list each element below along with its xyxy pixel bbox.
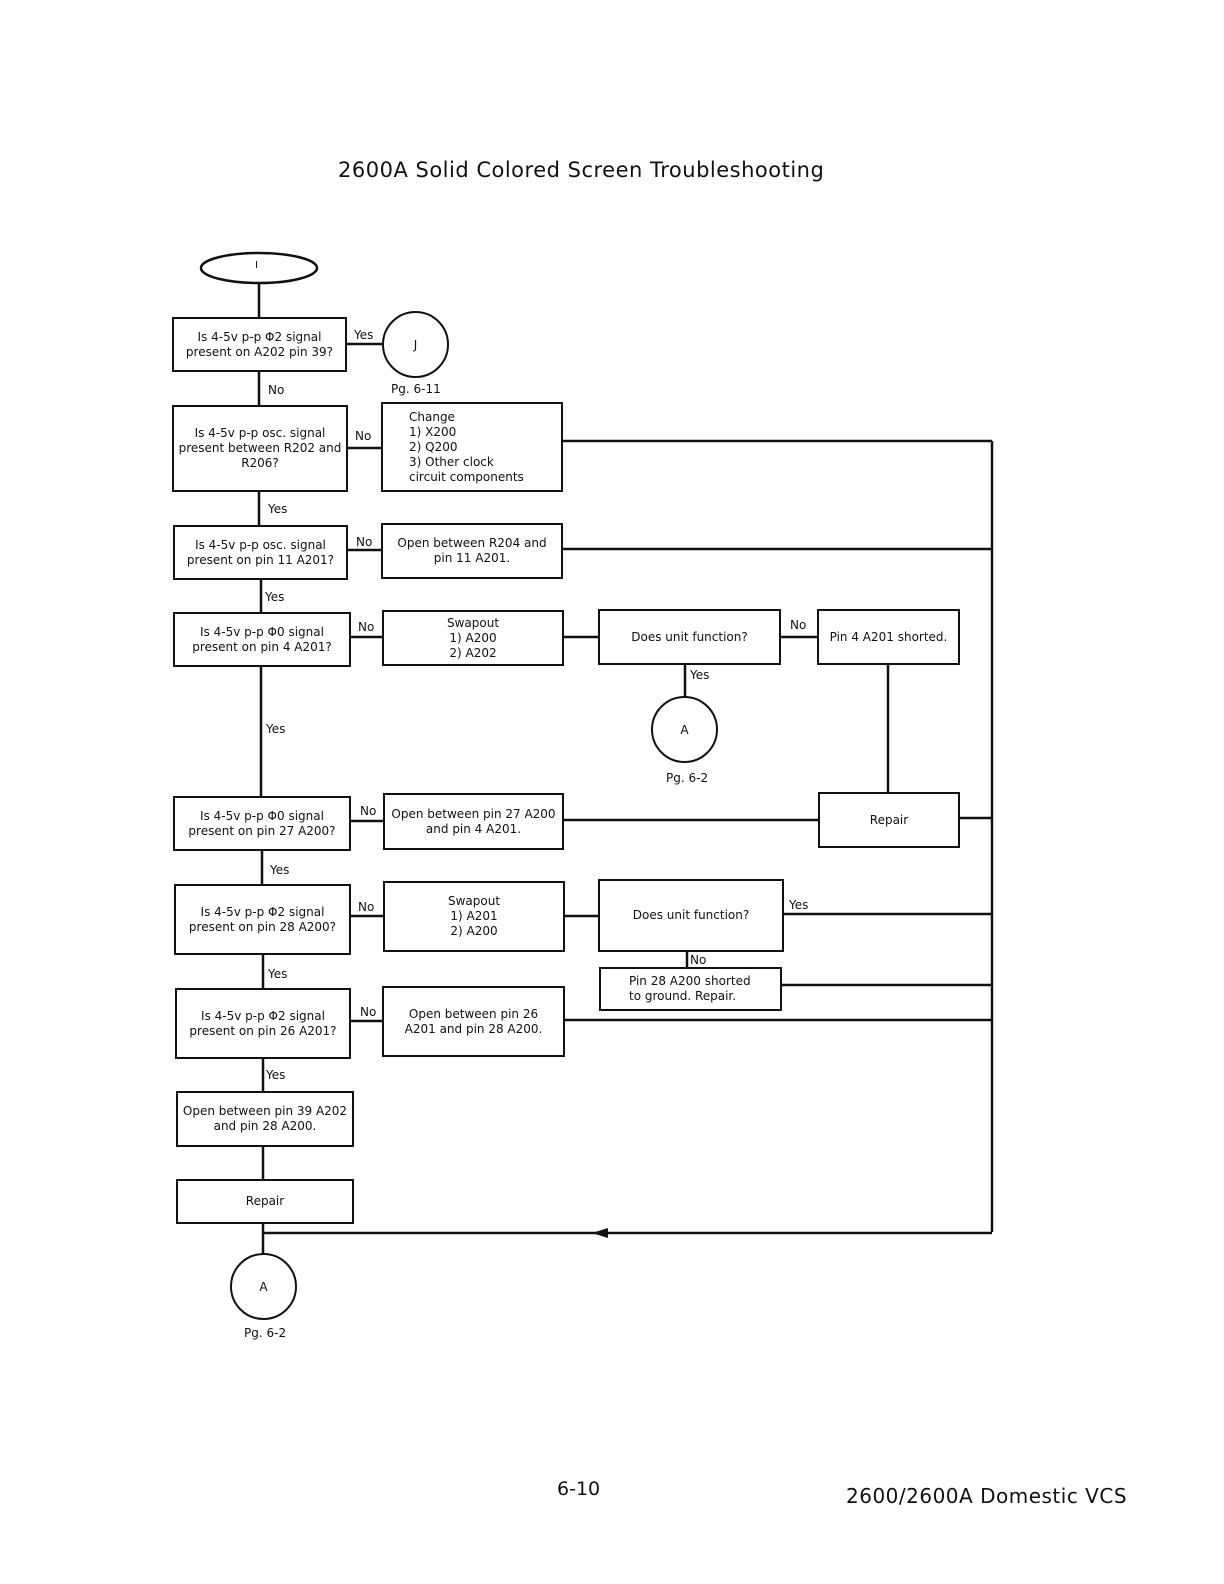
connector-a-bottom-page-ref: Pg. 6-2	[244, 1326, 287, 1340]
edge-label-q4-yes: Yes	[266, 722, 286, 736]
action-swapout-a200-a202: Swapout 1) A200 2) A202	[382, 610, 564, 666]
return-arrowhead	[592, 1228, 608, 1238]
question-phi2-pin26-a201: Is 4-5v p-p Φ2 signal present on pin 26 …	[175, 988, 351, 1059]
action-open-r204-pin11: Open between R204 and pin 11 A201.	[381, 523, 563, 579]
question-phi0-pin4-a201: Is 4-5v p-p Φ0 signal present on pin 4 A…	[173, 612, 351, 667]
edge-label-q2-yes: Yes	[268, 502, 288, 516]
edge-label-func1-yes: Yes	[690, 668, 710, 682]
edge-label-q6-no: No	[358, 900, 375, 914]
edge-label-q6-yes: Yes	[268, 967, 288, 981]
edge-label-q3-no: No	[356, 535, 373, 549]
question-phi0-pin27-a200: Is 4-5v p-p Φ0 signal present on pin 27 …	[173, 796, 351, 851]
footer-page-number: 6-10	[557, 1478, 601, 1500]
edge-label-q7-yes: Yes	[266, 1068, 286, 1082]
question-osc-pin11-a201: Is 4-5v p-p osc. signal present on pin 1…	[173, 525, 348, 580]
question-phi2-pin28-a200: Is 4-5v p-p Φ2 signal present on pin 28 …	[174, 884, 351, 955]
action-open-pin27-pin4: Open between pin 27 A200 and pin 4 A201.	[383, 793, 564, 850]
decision-unit-function-1: Does unit function?	[598, 609, 781, 665]
edge-label-q1-no: No	[268, 383, 285, 397]
action-swapout-a201-a200: Swapout 1) A201 2) A200	[383, 881, 565, 952]
connector-j: J	[382, 311, 449, 378]
footer-document-title: 2600/2600A Domestic VCS	[846, 1484, 1128, 1508]
start-label: I	[255, 260, 258, 271]
start-terminal	[199, 251, 319, 285]
edge-label-q5-yes: Yes	[270, 863, 290, 877]
edge-label-q2-no: No	[355, 429, 372, 443]
edge-label-q1-yes: Yes	[354, 328, 374, 342]
decision-unit-function-2: Does unit function?	[598, 879, 784, 952]
action-open-pin39-pin28: Open between pin 39 A202 and pin 28 A200…	[176, 1091, 354, 1147]
connector-j-page-ref: Pg. 6-11	[391, 382, 441, 396]
edge-label-func1-no: No	[790, 618, 807, 632]
connector-a-bottom: A	[230, 1253, 297, 1320]
question-phi2-pin39-a202: Is 4-5v p-p Φ2 signal present on A202 pi…	[172, 317, 347, 372]
action-change-clock-components: Change 1) X200 2) Q200 3) Other clock ci…	[381, 402, 563, 492]
action-pin4-a201-shorted: Pin 4 A201 shorted.	[817, 609, 960, 665]
action-repair-right: Repair	[818, 792, 960, 848]
page-title: 2600A Solid Colored Screen Troubleshooti…	[338, 158, 825, 182]
edge-label-q7-no: No	[360, 1005, 377, 1019]
edge-label-func2-no: No	[690, 953, 707, 967]
question-osc-r202-r206: Is 4-5v p-p osc. signal present between …	[172, 405, 348, 492]
connector-a-middle: A	[651, 696, 718, 763]
connector-a-middle-page-ref: Pg. 6-2	[666, 771, 709, 785]
action-pin28-a200-shorted: Pin 28 A200 shorted to ground. Repair.	[599, 967, 782, 1011]
action-open-pin26-pin28: Open between pin 26 A201 and pin 28 A200…	[382, 986, 565, 1057]
edge-label-q5-no: No	[360, 804, 377, 818]
edge-label-q4-no: No	[358, 620, 375, 634]
edge-label-func2-yes: Yes	[789, 898, 809, 912]
action-repair-bottom: Repair	[176, 1179, 354, 1224]
edge-label-q3-yes: Yes	[265, 590, 285, 604]
